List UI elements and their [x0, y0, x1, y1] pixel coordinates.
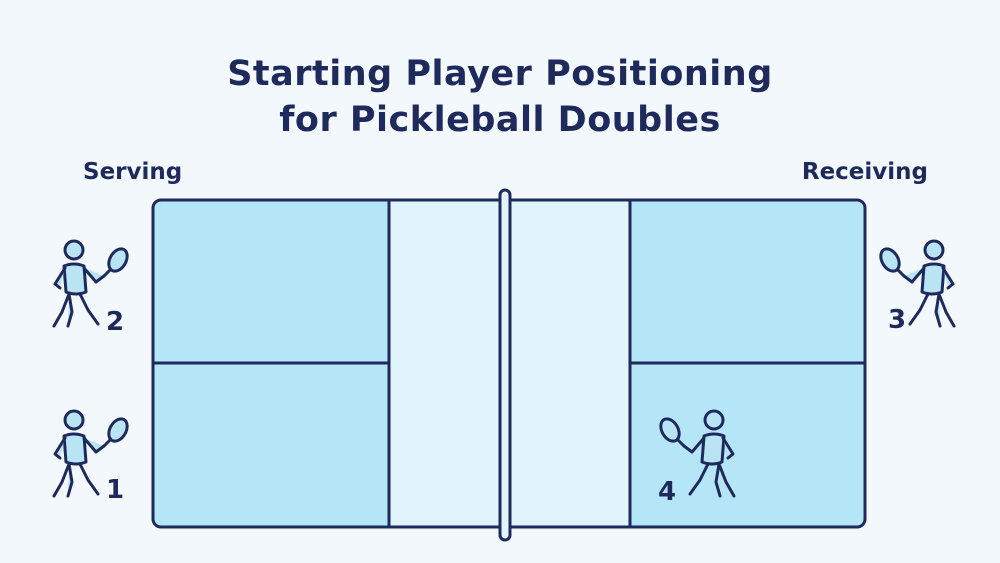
- receiving-label: Receiving: [801, 159, 928, 185]
- serving-label: Serving: [83, 159, 183, 185]
- player-4-number: 4: [658, 477, 677, 507]
- right-kitchen: [505, 201, 630, 526]
- player-1-number: 1: [106, 475, 125, 505]
- player-3-number: 3: [888, 305, 907, 335]
- net: [498, 188, 512, 542]
- diagram-title-line1: Starting Player Positioning: [227, 54, 773, 94]
- left-kitchen: [389, 201, 505, 526]
- player-2-number: 2: [106, 307, 125, 337]
- diagram-title-line2: for Pickleball Doubles: [279, 100, 721, 140]
